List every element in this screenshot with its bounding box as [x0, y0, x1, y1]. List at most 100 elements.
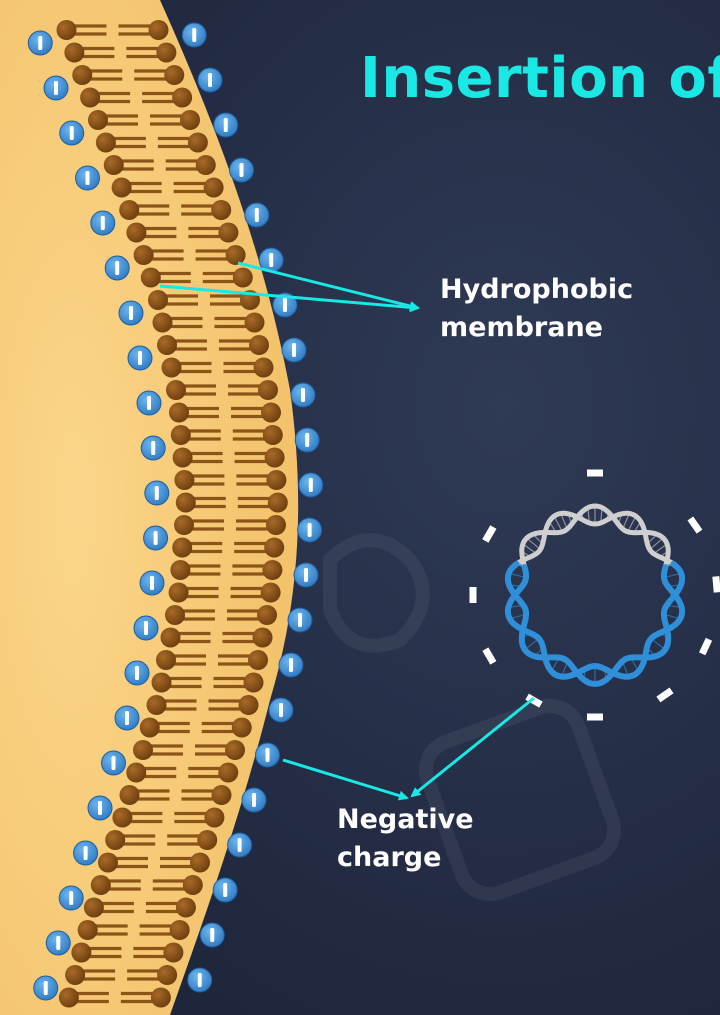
- minus-sign: [587, 714, 603, 721]
- minus-sign: [482, 525, 496, 542]
- lipid-head-outer: [239, 695, 259, 715]
- lipid-head-inner: [57, 20, 77, 40]
- charge-bead: [182, 23, 206, 47]
- charge-bead: [102, 751, 126, 775]
- lipid-head-inner: [174, 515, 194, 535]
- lipid-head-outer: [258, 380, 278, 400]
- lipid-head-outer: [249, 335, 269, 355]
- lipid-head-inner: [140, 718, 160, 738]
- lipid-head-outer: [232, 718, 252, 738]
- minus-sign: [712, 576, 720, 593]
- charge-bead: [230, 158, 254, 182]
- plasmid-dna: [470, 470, 720, 721]
- charge-bead: [60, 121, 84, 145]
- charge-bead: [245, 203, 269, 227]
- lipid-head-inner: [88, 110, 108, 130]
- lipid-head-inner: [78, 920, 98, 940]
- lipid-head-outer: [268, 493, 288, 513]
- lipid-head-inner: [161, 628, 181, 648]
- charge-bead: [188, 968, 212, 992]
- label-negative-charge: Negative charge: [337, 801, 474, 877]
- lipid-head-outer: [149, 20, 169, 40]
- lipid-head-inner: [147, 695, 167, 715]
- lipid-head-outer: [266, 470, 286, 490]
- lipid-head-outer: [156, 43, 176, 63]
- charge-bead: [140, 571, 164, 595]
- lipid-head-inner: [105, 830, 125, 850]
- charge-bead: [88, 796, 112, 820]
- charge-bead: [46, 931, 70, 955]
- lipid-head-outer: [244, 673, 264, 693]
- lipid-head-inner: [64, 43, 84, 63]
- label-negative-line2: charge: [337, 839, 474, 877]
- lipid-head-outer: [183, 875, 203, 895]
- charge-bead: [228, 833, 252, 857]
- charge-bead: [141, 436, 165, 460]
- dna-strand-front: [508, 564, 682, 684]
- charge-bead: [213, 878, 237, 902]
- lipid-head-inner: [80, 88, 100, 108]
- lipid-head-inner: [173, 448, 193, 468]
- charge-bead: [28, 31, 52, 55]
- charge-bead: [128, 346, 152, 370]
- lipid-head-outer: [261, 403, 281, 423]
- lipid-head-inner: [91, 875, 111, 895]
- lipid-head-outer: [204, 808, 224, 828]
- arrow-negative-left: [283, 760, 407, 798]
- charge-bead: [299, 473, 323, 497]
- charge-bead: [242, 788, 266, 812]
- charge-bead: [295, 428, 319, 452]
- lipid-head-inner: [112, 178, 132, 198]
- minus-sign: [656, 687, 673, 702]
- lipid-head-outer: [180, 110, 200, 130]
- charge-bead: [269, 698, 293, 722]
- lipid-head-outer: [164, 65, 184, 85]
- lipid-head-outer: [212, 785, 232, 805]
- lipid-head-outer: [257, 605, 277, 625]
- charge-bead: [144, 526, 168, 550]
- lipid-head-inner: [71, 943, 91, 963]
- label-negative-line1: Negative: [337, 801, 474, 839]
- charge-bead: [279, 653, 303, 677]
- lipid-head-inner: [72, 65, 92, 85]
- lipid-head-inner: [65, 965, 85, 985]
- lipid-head-outer: [233, 268, 253, 288]
- lipid-head-inner: [176, 493, 196, 513]
- charge-bead: [288, 608, 312, 632]
- charge-bead: [214, 113, 238, 137]
- lipid-head-inner: [59, 988, 79, 1008]
- lipid-head-inner: [126, 223, 146, 243]
- lipid-head-inner: [162, 358, 182, 378]
- charge-bead: [105, 256, 129, 280]
- charge-bead: [198, 68, 222, 92]
- label-hydrophobic-line2: membrane: [440, 309, 633, 347]
- lipid-head-outer: [245, 313, 265, 333]
- lipid-head-outer: [225, 740, 245, 760]
- lipid-head-inner: [157, 335, 177, 355]
- lipid-head-inner: [126, 763, 146, 783]
- lipid-head-inner: [174, 470, 194, 490]
- lipid-head-outer: [196, 155, 216, 175]
- charge-bead: [282, 338, 306, 362]
- lipid-head-outer: [264, 538, 284, 558]
- minus-sign: [482, 647, 496, 664]
- minus-sign: [587, 470, 603, 477]
- lipid-head-inner: [84, 898, 104, 918]
- lipid-head-inner: [172, 538, 192, 558]
- lipid-head-inner: [134, 245, 154, 265]
- charge-bead: [137, 391, 161, 415]
- lipid-head-outer: [163, 943, 183, 963]
- charge-bead: [294, 563, 318, 587]
- lipid-head-inner: [166, 380, 186, 400]
- page-title: Insertion of: [360, 46, 720, 111]
- lipid-head-outer: [261, 583, 281, 603]
- charge-bead: [34, 976, 58, 1000]
- charge-bead: [256, 743, 280, 767]
- lipid-head-outer: [190, 853, 210, 873]
- charge-bead: [145, 481, 169, 505]
- lipid-head-inner: [171, 425, 191, 445]
- lipid-head-inner: [165, 605, 185, 625]
- charge-bead: [74, 841, 98, 865]
- lipid-head-inner: [156, 650, 176, 670]
- lipid-head-inner: [170, 560, 190, 580]
